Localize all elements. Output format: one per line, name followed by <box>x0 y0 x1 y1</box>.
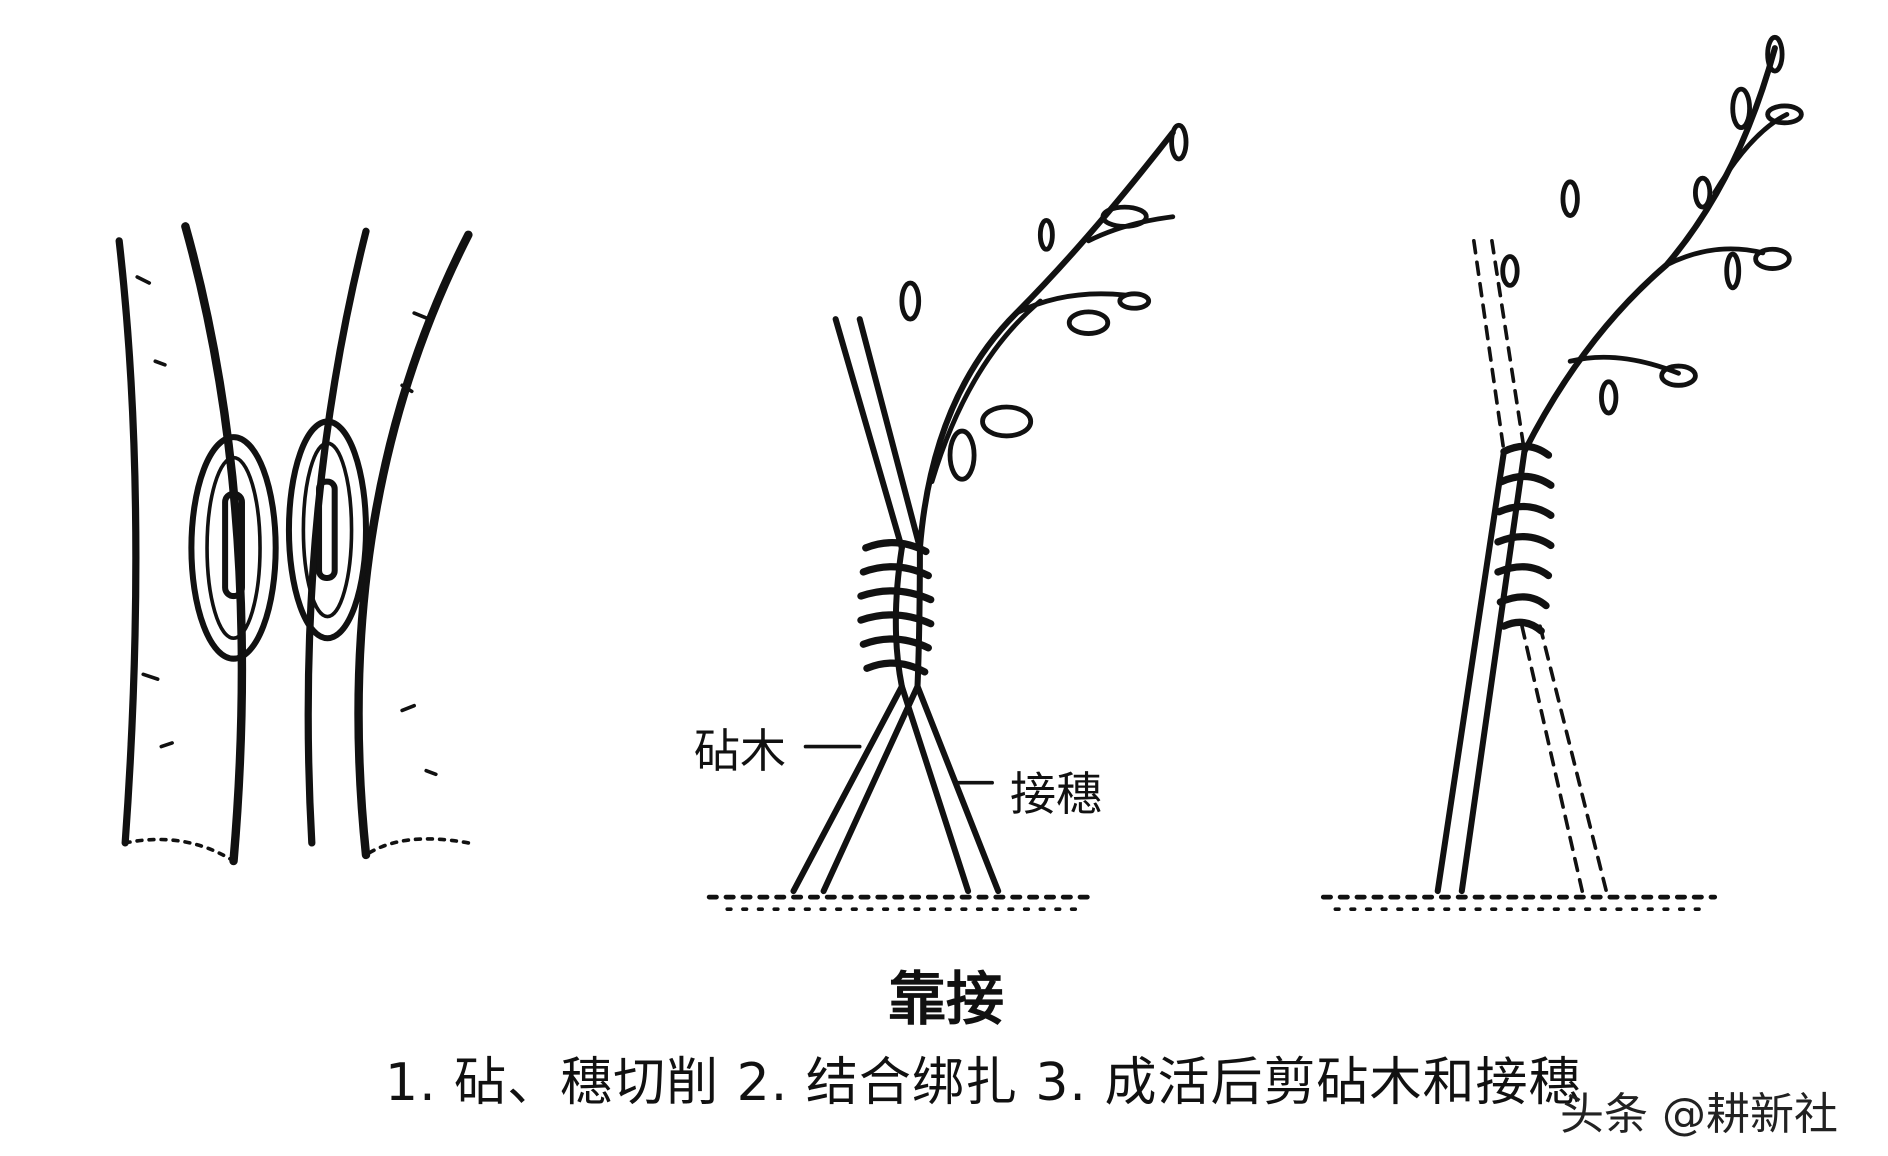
figure-2-joined-binding <box>706 122 1189 911</box>
label-rootstock: 砧木 <box>694 724 786 778</box>
figure-3-after-cutting <box>1320 34 1804 911</box>
diagram-caption: 1. 砧、穗切削 2. 结合绑扎 3. 成活后剪砧木和接穗 <box>385 1053 1582 1113</box>
watermark: 头条 @耕新社 <box>1560 1089 1838 1140</box>
diagram-title: 靠接 <box>888 965 1005 1033</box>
label-scion: 接穗 <box>1010 767 1102 821</box>
figure-1-cut-trunks <box>115 222 473 866</box>
